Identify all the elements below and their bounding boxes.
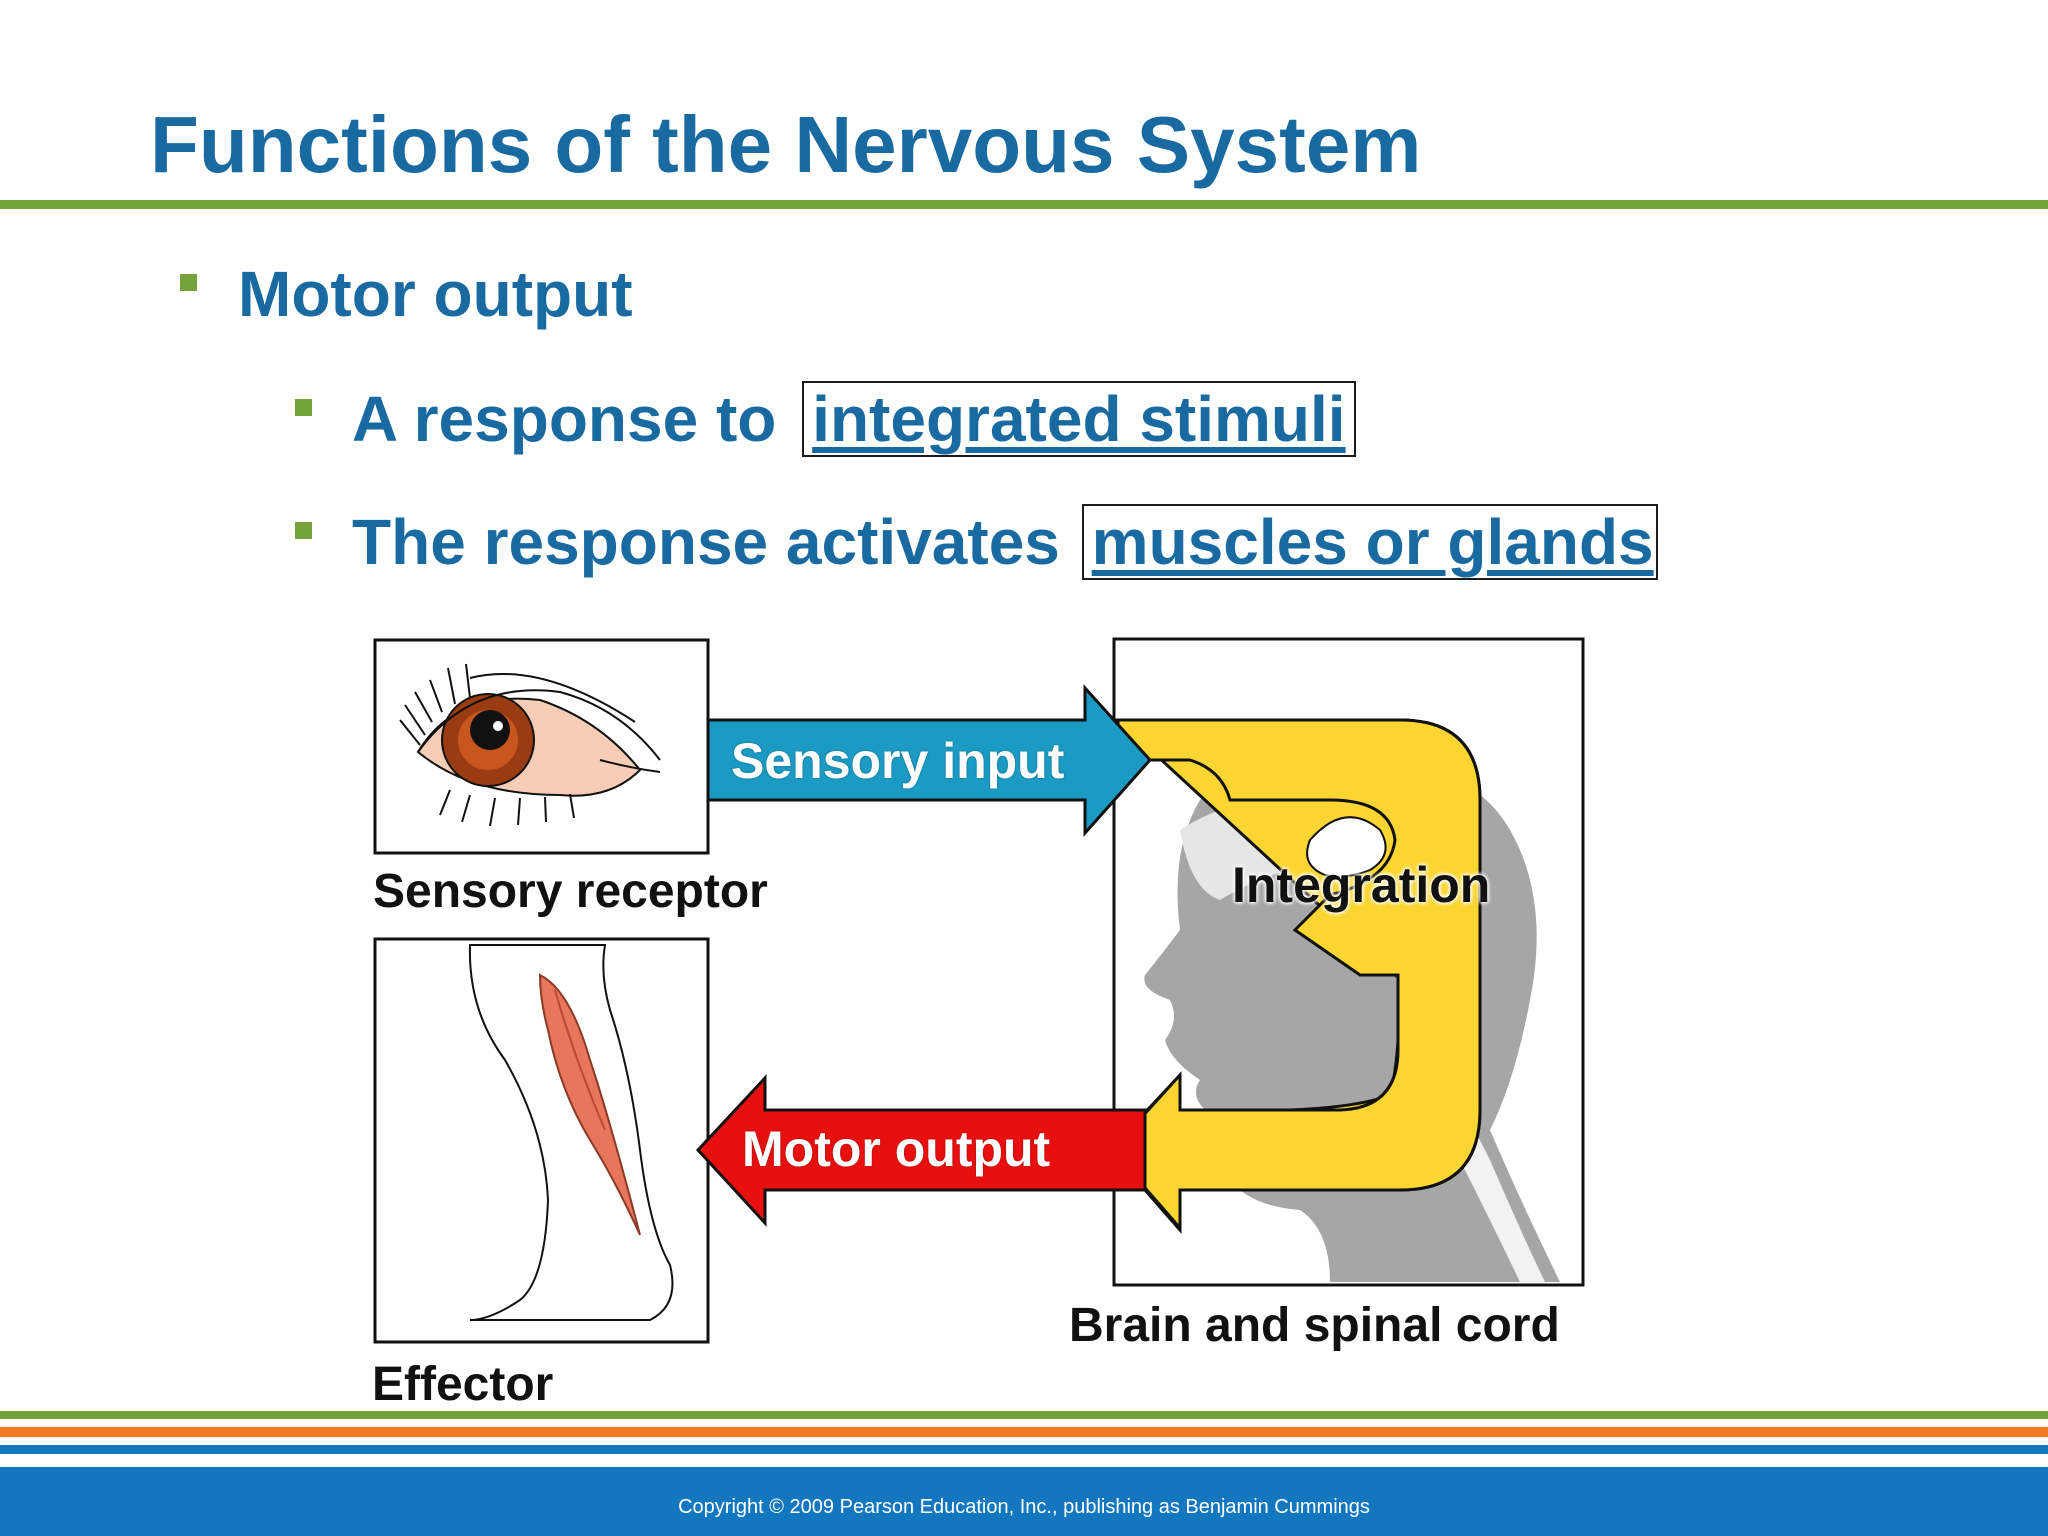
bullet-activates-muscles: The response activates muscles or glands (295, 504, 1658, 580)
sensory-input-arrow (706, 684, 1153, 837)
brain-spinal-cord-label: Brain and spinal cord (1069, 1299, 1560, 1352)
integration-arrow (1107, 718, 1482, 1234)
bullet-text: A response to (352, 383, 795, 455)
leg-muscle-illustration (373, 937, 710, 1344)
slide-title: Functions of the Nervous System (150, 100, 1422, 189)
footer-stripe-orange (0, 1427, 2048, 1437)
bullet-motor-output: Motor output (180, 262, 633, 326)
bullet-square-icon (295, 399, 312, 416)
bullet-square-icon (180, 274, 197, 291)
copyright-text: Copyright © 2009 Pearson Education, Inc.… (678, 1496, 1370, 1518)
motor-output-arrow (695, 1074, 1147, 1227)
integration-label: Integration (1232, 857, 1491, 913)
sensory-receptor-label: Sensory receptor (373, 865, 768, 918)
boxed-term-muscles-or-glands: muscles or glands (1081, 504, 1658, 580)
bullet-text: Motor output (238, 258, 633, 330)
bullet-response-to-stimuli: A response to integrated stimuli (295, 381, 1356, 457)
footer-stripe-green (0, 1411, 2048, 1419)
sensory-input-label: Sensory input (731, 733, 1065, 789)
eye-illustration (373, 638, 710, 855)
title-divider (0, 200, 2048, 209)
effector-label: Effector (372, 1358, 554, 1411)
footer-bar (0, 1467, 2048, 1536)
bullet-text: The response activates (352, 506, 1078, 578)
bullet-square-icon (295, 522, 312, 539)
motor-output-label: Motor output (742, 1121, 1051, 1177)
footer-stripe-blue (0, 1445, 2048, 1454)
boxed-term-integrated-stimuli: integrated stimuli (802, 381, 1356, 457)
